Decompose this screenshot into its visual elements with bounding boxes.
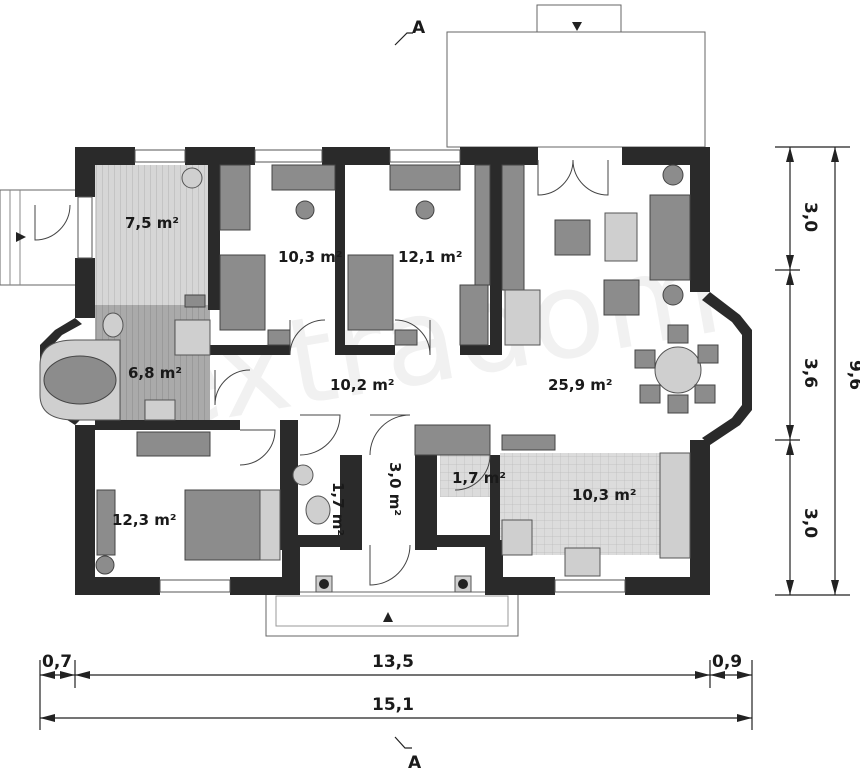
front-entry-arrow-icon xyxy=(383,612,393,622)
room-area-bedroom-master: 12,3 m² xyxy=(112,511,176,529)
front-porch xyxy=(265,591,519,637)
dimension-right: 3,0 3,6 3,0 9,6 xyxy=(775,146,860,596)
room-labels: 7,5 m² 10,3 m² 12,1 m² 6,8 m² 10,2 m² 25… xyxy=(112,214,636,536)
dim-bottom-mid: 13,5 xyxy=(372,652,414,672)
section-marker-bottom: A xyxy=(394,736,422,771)
room-area-closet: 3,0 m² xyxy=(386,462,404,516)
entry-arrow-icon xyxy=(572,22,582,31)
room-area-wc: 1,7 m² xyxy=(329,482,347,536)
dim-right-bottom: 3,0 xyxy=(800,508,820,538)
room-area-utility: 7,5 m² xyxy=(125,214,179,232)
windows xyxy=(77,149,626,593)
room-area-hall: 10,2 m² xyxy=(330,376,394,394)
room-area-kitchen: 10,3 m² xyxy=(572,486,636,504)
section-label-bottom: A xyxy=(408,753,422,771)
room-area-bedroom-left: 10,3 m² xyxy=(278,248,342,266)
dim-bottom-right: 0,9 xyxy=(712,652,742,672)
room-area-bedroom-right: 12,1 m² xyxy=(398,248,462,266)
dim-bottom-total: 15,1 xyxy=(372,695,414,715)
side-porch xyxy=(0,189,79,286)
pantry-floor xyxy=(440,455,490,497)
side-entry-arrow-icon xyxy=(16,232,26,242)
room-area-living: 25,9 m² xyxy=(548,376,612,394)
furniture xyxy=(39,164,719,593)
dim-right-mid: 3,6 xyxy=(800,358,820,388)
room-area-pantry: 1,7 m² xyxy=(452,469,506,487)
dim-right-top: 3,0 xyxy=(800,202,820,232)
room-area-bathroom: 6,8 m² xyxy=(128,364,182,382)
dimension-bottom: 0,7 13,5 0,9 15,1 xyxy=(39,652,753,730)
dim-bottom-left: 0,7 xyxy=(42,652,72,672)
section-label-top: A xyxy=(412,18,426,38)
walls xyxy=(75,147,710,595)
terrace-top xyxy=(446,4,706,148)
doors xyxy=(34,159,609,586)
section-marker-top: A xyxy=(394,18,426,46)
dim-right-total: 9,6 xyxy=(845,360,860,390)
bay-window-right xyxy=(702,292,752,445)
